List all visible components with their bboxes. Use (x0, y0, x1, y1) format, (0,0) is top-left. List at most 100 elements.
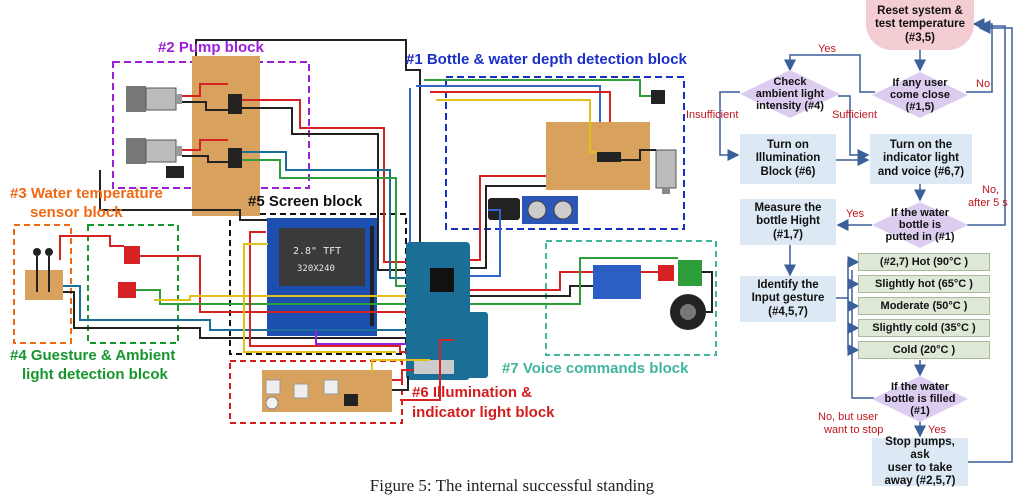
diamond-shape (872, 376, 968, 422)
pump-driver-2 (228, 148, 242, 168)
flow-label-yes-bottle: Yes (846, 208, 864, 220)
ultrasonic-sensor (522, 196, 578, 224)
flow-temp-slightly-hot: Slightly hot (65°C ) (858, 275, 990, 293)
flow-ambient-line2: ambient light (755, 87, 825, 100)
flow-gesture-line1: Identify the (757, 279, 819, 292)
flow-gesture-line3: (#4,5,7) (768, 305, 808, 318)
led-strip (265, 379, 358, 406)
bottle-block-frame (445, 76, 685, 230)
mp3-module (678, 260, 702, 286)
screen-module (306, 300, 326, 330)
bottle-jack (651, 90, 665, 104)
pump-breadboard (192, 56, 260, 216)
flow-user-close-line3: (#1,5) (905, 101, 935, 114)
flow-label-yes-filled: Yes (928, 424, 946, 436)
flow-gesture-box: Identify the Input gesture (#4,5,7) (740, 276, 836, 322)
flow-user-close-line2: come close (890, 88, 950, 101)
flow-measure-line1: Measure the (754, 202, 822, 215)
flow-indicator-box: Turn on the indicator light and voice (#… (870, 134, 972, 184)
flow-label-yes-top: Yes (818, 43, 836, 55)
flow-label-no-but-line2: want to stop (824, 424, 884, 436)
pump-jack (166, 166, 184, 178)
water-temp-block-label-line1: #3 Water temperature (10, 185, 163, 202)
bottle-relay (597, 152, 621, 162)
flow-ambient-decision: Check ambient light intensity (#4) (740, 70, 840, 118)
flow-label-no: No (976, 78, 991, 90)
flow-start-line1: Reset system & (877, 5, 963, 18)
water-temp-block-label-line2: sensor block (30, 204, 123, 221)
pump-block-label: #2 Pump block (158, 39, 264, 56)
flow-ambient-line1: Check (773, 75, 807, 88)
flow-user-close-decision: If any user come close (#1,5) (872, 72, 968, 118)
flow-start: Reset system & test temperature (#3,5) (866, 0, 974, 50)
flow-start-line3: (#3,5) (904, 31, 936, 44)
flow-ambient-line3: intensity (#4) (756, 100, 824, 113)
gesture-block-label-line2: light detection blcok (22, 366, 168, 383)
flow-illum-line2: Illumination (755, 152, 821, 165)
flow-label-no-but-line1: No, but user (818, 411, 878, 423)
flow-measure-line2: bottle Hight (756, 215, 820, 228)
level-motor (655, 149, 677, 194)
flow-filled-decision: If the water bottle is filled (#1) (872, 376, 968, 422)
flow-stop-box: Stop pumps, ask user to take away (#2,5,… (872, 435, 968, 488)
figure-caption: Figure 5: The internal successful standi… (369, 476, 655, 495)
voice-block-label: #7 Voice commands block (502, 360, 689, 377)
flow-bottle-in-decision: If the water bottle is putted in (#1) (872, 202, 968, 248)
tft-label-line2: 320X240 (297, 264, 335, 274)
flow-measure-box: Measure the bottle Hight (#1,7) (740, 199, 836, 245)
flow-bottle-in-line3: putted in (#1) (885, 231, 955, 244)
flow-start-line2: test temperature (874, 18, 966, 31)
voice-block-frame (545, 240, 717, 356)
illumination-block-label-line2: indicator light block (412, 404, 555, 421)
flow-temp-moderate: Moderate (50°C ) (858, 297, 990, 315)
flow-bottle-in-line1: If the water (890, 206, 950, 219)
pump-driver-1 (228, 94, 242, 114)
temp-breadboard (25, 270, 63, 300)
illumination-block-label-line1: #6 Illumination & (412, 384, 533, 401)
water-temp-block-frame (13, 224, 72, 344)
flow-gesture-line2: Input gesture (751, 292, 825, 305)
voice-module (593, 265, 641, 299)
flow-filled-line1: If the water (890, 380, 950, 393)
flow-label-no-after-line1: No, (982, 184, 1000, 196)
flow-illumination-box: Turn on Illumination Block (#6) (740, 134, 836, 184)
flow-indicator-line2: indicator light (882, 152, 960, 165)
gesture-sensor (124, 246, 140, 264)
flow-indicator-line3: and voice (#6,7) (877, 165, 965, 178)
temp-sensor-module (488, 198, 520, 220)
ambient-light-sensor (118, 282, 136, 298)
temp-probes (33, 248, 53, 292)
flow-temp-hot: (#2,7) Hot (90°C ) (858, 253, 990, 271)
flow-label-sufficient: Sufficient (832, 109, 878, 121)
voice-jack (658, 265, 674, 281)
flow-label-no-after-line2: after 5 s (968, 197, 1008, 209)
wires (59, 39, 713, 401)
flow-indicator-line1: Turn on the (889, 139, 953, 152)
flow-label-insufficient: Insufficient (686, 109, 739, 121)
pump-motor-2 (126, 138, 182, 164)
flow-illum-line1: Turn on (767, 139, 809, 152)
diamond-shape (740, 70, 840, 118)
flow-stop-line2: user to take (887, 462, 953, 474)
pump-motor-1 (126, 86, 182, 112)
flow-user-close-line1: If any user (892, 76, 948, 89)
diamond-shape (872, 202, 968, 248)
indicator-led (265, 396, 279, 410)
gesture-block-label-line1: #4 Guesture & Ambient (10, 347, 176, 364)
diamond-shape (872, 72, 968, 118)
flow-bottle-in-line2: bottle is (898, 218, 942, 231)
flow-measure-line3: (#1,7) (772, 228, 804, 241)
flow-stop-line3: away (#2,5,7) (884, 475, 956, 488)
flow-filled-line3: (#1) (910, 405, 930, 418)
flow-illum-line3: Block (#6) (760, 165, 816, 178)
arduino-uno (454, 312, 488, 378)
flow-temp-cold: Cold (20°C ) (858, 341, 990, 359)
tft-label-line1: 2.8" TFT (293, 246, 342, 257)
flow-temp-slightly-cold: Slightly cold (35°C ) (858, 319, 990, 337)
gesture-block-frame (87, 224, 179, 344)
flow-stop-line1: Stop pumps, ask (885, 435, 955, 461)
screen-block-label: #5 Screen block (248, 193, 363, 210)
bottle-block-label: #1 Bottle & water depth detection block (406, 51, 687, 68)
